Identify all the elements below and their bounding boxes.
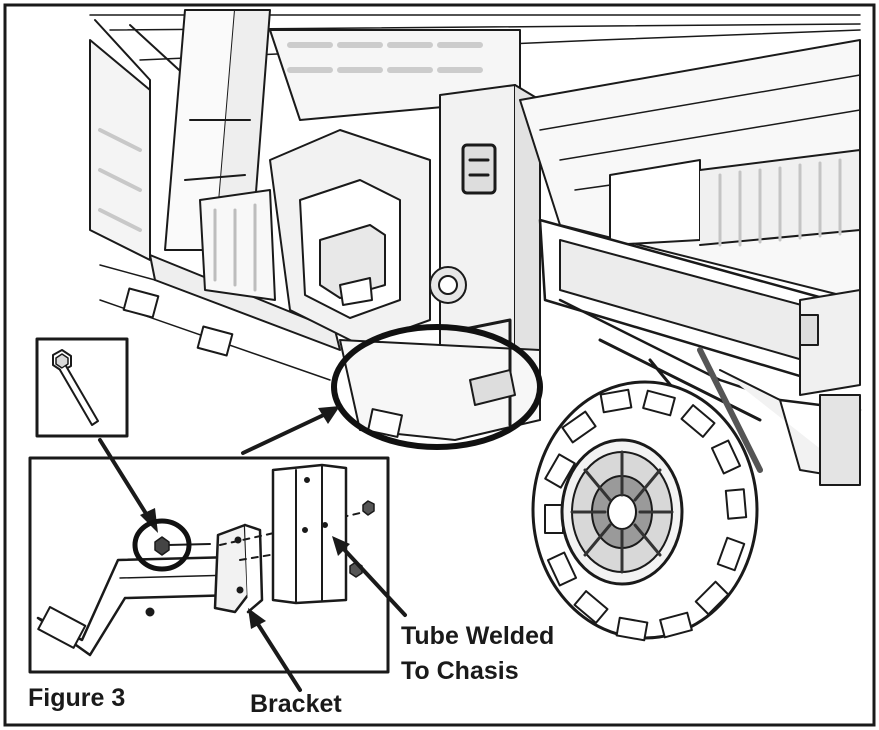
detail-arrow (241, 406, 340, 455)
tube-callout-line2: To Chasis (401, 657, 519, 685)
nut-icon (362, 500, 375, 516)
bolt-inset (35, 337, 129, 438)
figure-caption: Figure 3 (28, 684, 126, 712)
bolt-highlight-ring (132, 518, 192, 572)
vehicle-body (89, 9, 862, 486)
diagram-border (3, 3, 876, 727)
bolt-icon (52, 349, 99, 426)
wheel (531, 380, 759, 642)
highlight-ellipse (331, 324, 543, 450)
bracket-callout: Bracket (250, 690, 342, 718)
mount-highlight (331, 318, 543, 450)
detail-box (28, 438, 407, 692)
tube-callout-line1: Tube Welded (401, 622, 555, 650)
